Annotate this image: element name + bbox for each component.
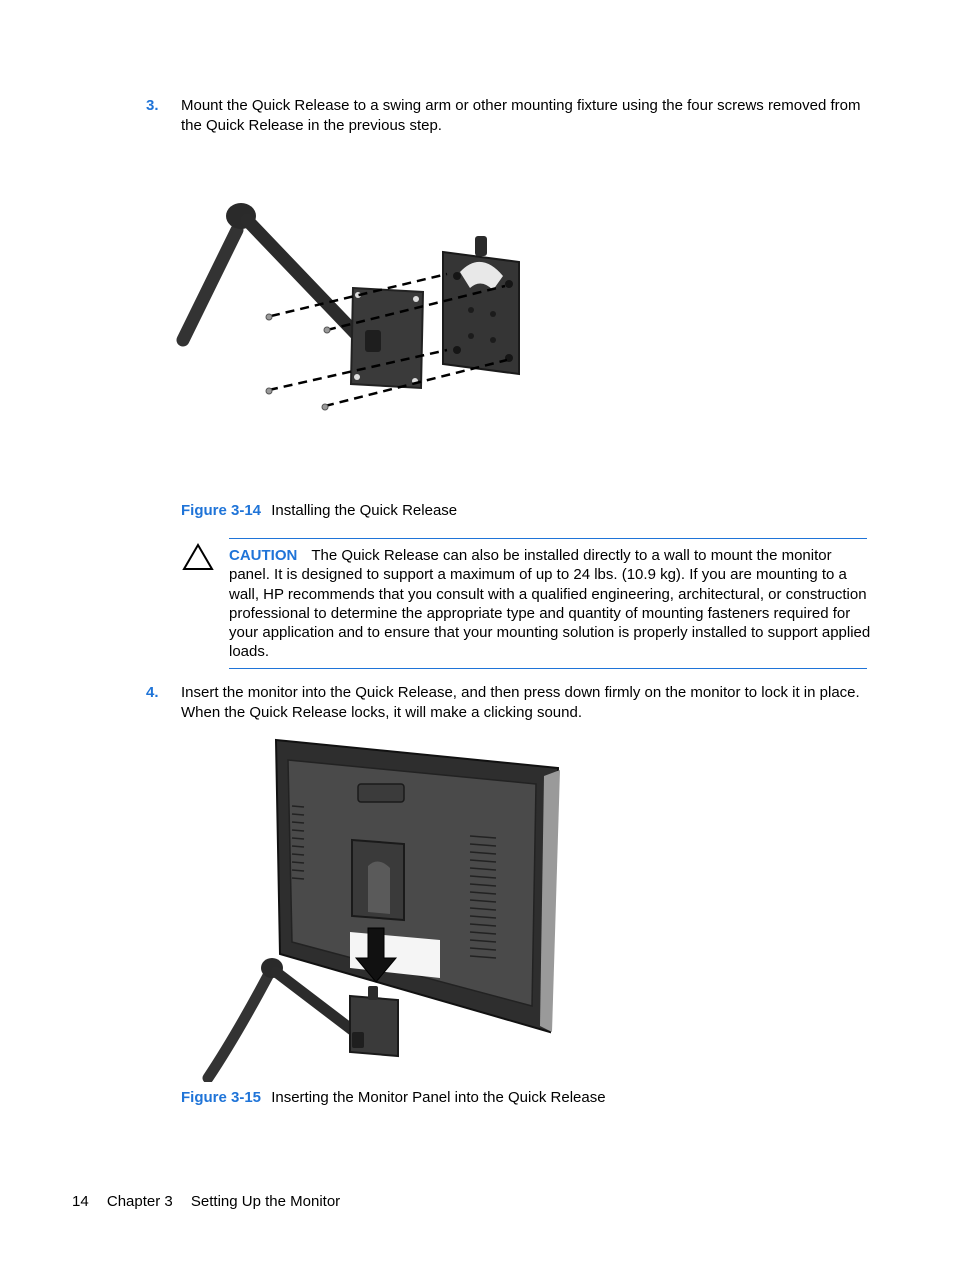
chapter-label: Chapter 3	[106, 1193, 173, 1210]
caution-triangle-icon	[182, 543, 214, 570]
caution-body: The Quick Release can also be installed …	[229, 547, 871, 661]
step-3: 3. Mount the Quick Release to a swing ar…	[146, 96, 870, 135]
caution-box	[229, 538, 867, 669]
figure-caption-text: Installing the Quick Release	[271, 502, 458, 519]
figure-caption: Figure 3-14 Installing the Quick Release	[181, 501, 457, 520]
chapter-title: Setting Up the Monitor	[190, 1193, 341, 1210]
step-4: 4. Insert the monitor into the Quick Rel…	[146, 683, 870, 722]
figure-label: Figure 3-15	[181, 1089, 262, 1106]
page-number: 14	[72, 1193, 89, 1210]
step-text: Insert the monitor into the Quick Releas…	[181, 684, 860, 721]
quick-release-install-illustration	[176, 203, 520, 411]
step-number: 4.	[146, 684, 159, 701]
step-text: Mount the Quick Release to a swing arm o…	[181, 97, 861, 134]
figure-label: Figure 3-14	[181, 502, 262, 519]
monitor-insert-illustration	[202, 738, 560, 1082]
caution-keyword: CAUTION	[229, 547, 298, 564]
figure-caption-text: Inserting the Monitor Panel into the Qui…	[271, 1089, 606, 1106]
step-number: 3.	[146, 97, 159, 114]
figure-caption: Figure 3-15 Inserting the Monitor Panel …	[181, 1088, 606, 1107]
page-footer: 14 Chapter 3 Setting Up the Monitor	[72, 1193, 354, 1210]
